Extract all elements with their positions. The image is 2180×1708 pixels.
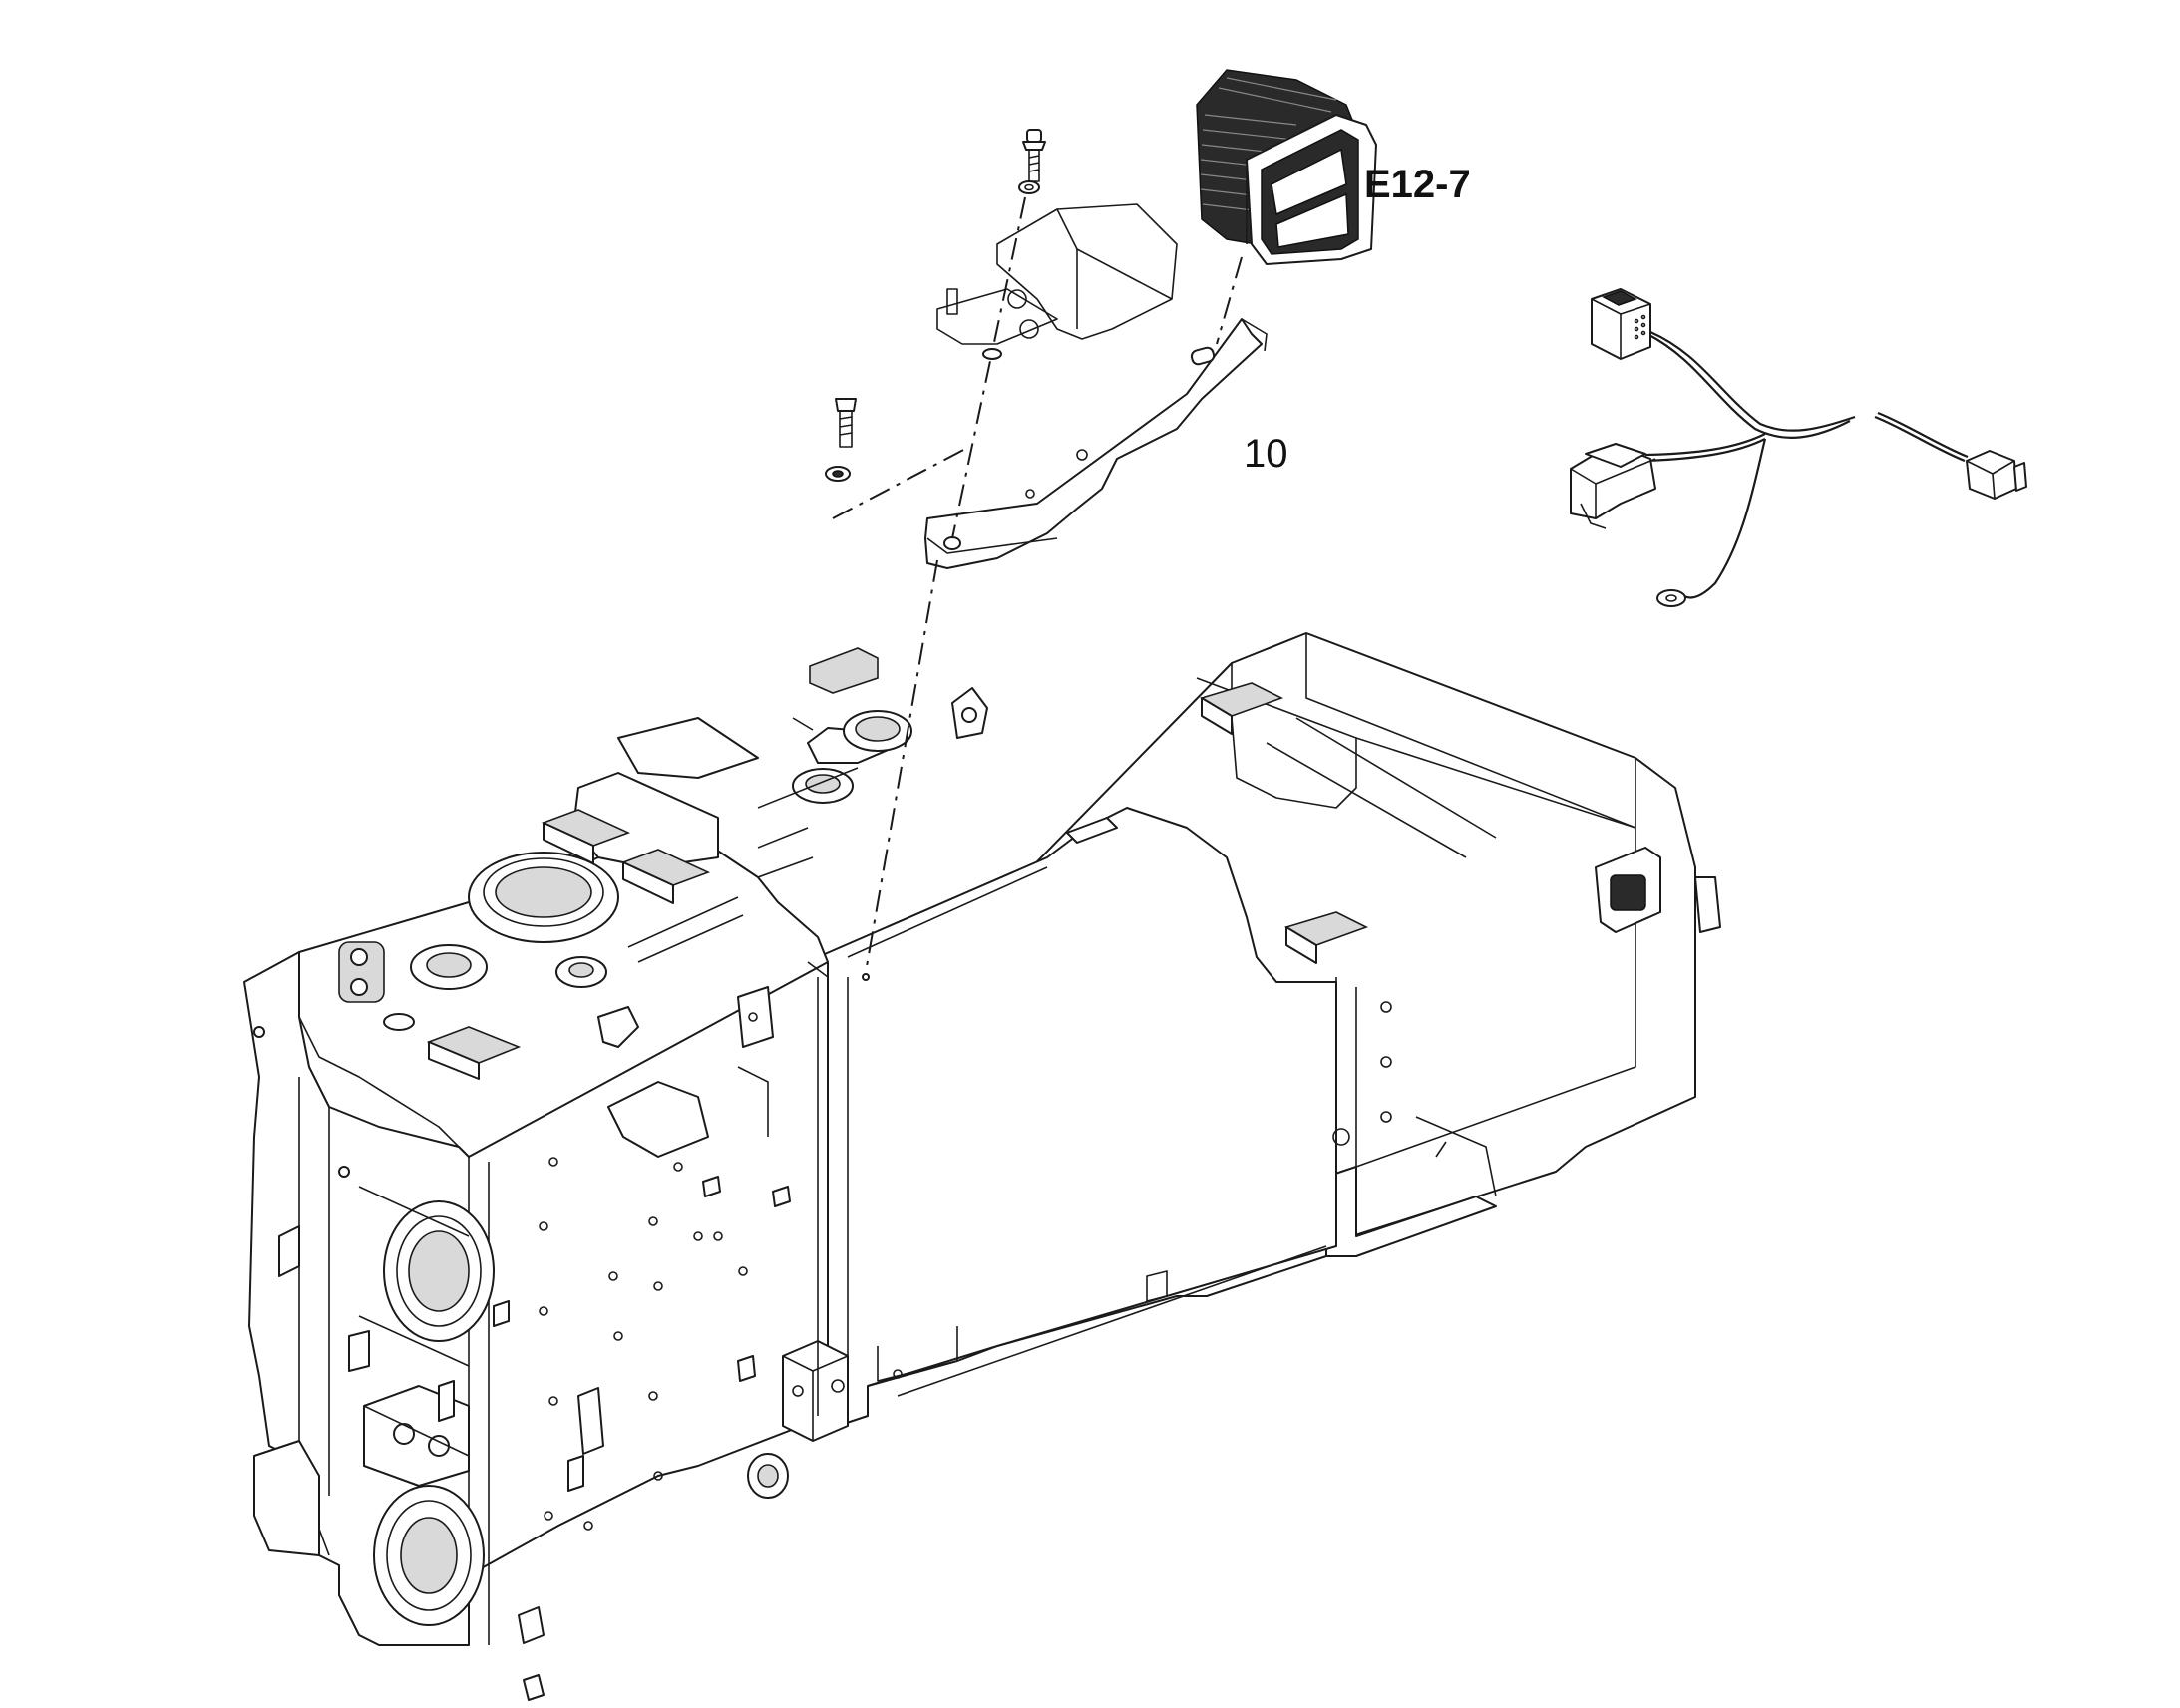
side-ports [363, 1200, 495, 1626]
junction-block [782, 1340, 849, 1442]
work-lamp-callout: E12-7 [1364, 163, 1471, 206]
cab-mount-housing [936, 203, 1178, 360]
harness-connector-relay [1570, 443, 1656, 529]
assembly-line-bolt-lower [832, 446, 970, 519]
harness-connector-square [1591, 288, 1651, 360]
assembly-line-bolt-upper [951, 196, 1026, 539]
top-bearing-ring [468, 852, 619, 943]
chassis-frame [243, 632, 1721, 1701]
work-lamp [1196, 69, 1377, 265]
lamp-mounting-bracket [924, 318, 1268, 569]
assembly-line-frame [865, 559, 938, 973]
tail-lamp [1595, 847, 1721, 933]
wiring-harness [1570, 288, 2027, 607]
harness-connector-plug [1966, 450, 2027, 500]
bolt-lower [825, 398, 857, 482]
assembly-line-lamp [1216, 256, 1243, 345]
bracket-callout: 10 [1244, 432, 1288, 476]
bolt-upper [1018, 129, 1046, 194]
